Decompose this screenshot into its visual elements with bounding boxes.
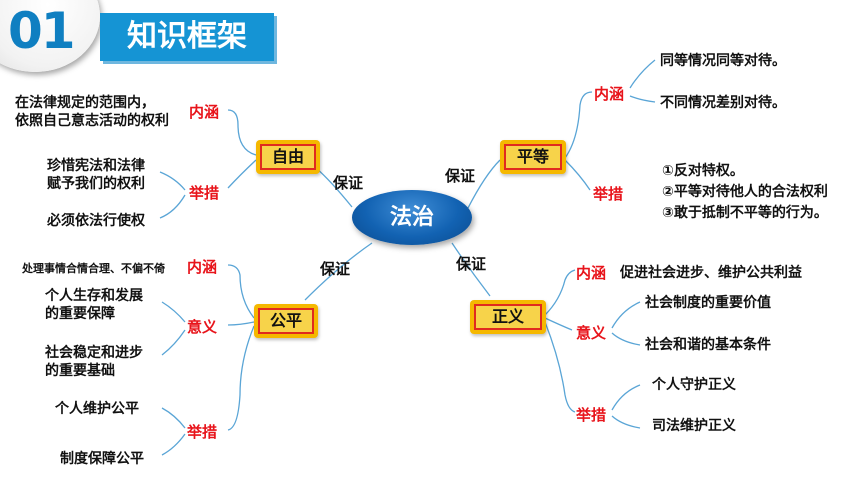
fairness-connotation: 处理事情合情合理、不偏不倚 — [22, 262, 165, 275]
line-jus-meaning-2 — [611, 332, 641, 346]
line-measure-freedom-1 — [159, 171, 186, 191]
line-jus-measure-2 — [611, 415, 641, 429]
line-justice-measure — [544, 321, 576, 413]
line-eq-con-1 — [629, 59, 656, 89]
line-fair-measure-1 — [161, 407, 186, 429]
line-eq-con-2 — [629, 95, 656, 103]
equality-measure1: ①反对特权。 — [662, 163, 744, 179]
link-label-justice: 保证 — [456, 255, 487, 273]
justice-connotation-label: 内涵 — [576, 264, 607, 282]
line-equality-measure — [564, 159, 591, 191]
node-equality-label: 平等 — [504, 144, 562, 170]
line-fairness-connotation — [227, 264, 255, 319]
justice-connotation: 促进社会进步、维护公共利益 — [620, 265, 802, 281]
equality-measure-label: 举措 — [593, 185, 624, 203]
node-equality: 平等 — [500, 140, 566, 174]
node-fairness-label: 公平 — [258, 308, 314, 334]
freedom-measure-label: 举措 — [189, 184, 220, 202]
freedom-connotation-line2: 依照自己意志活动的权利 — [15, 113, 169, 129]
line-fair-measure-2 — [161, 433, 186, 456]
line-fair-meaning-1 — [161, 301, 186, 323]
node-justice-label: 正义 — [474, 304, 542, 330]
freedom-measure2: 必须依法行使权 — [47, 213, 145, 229]
fairness-meaning2-line2: 的重要基础 — [45, 363, 115, 379]
fairness-measure1: 个人维护公平 — [55, 401, 139, 417]
fairness-meaning1-line2: 的重要保障 — [45, 306, 115, 322]
title-bar: 知识框架 — [100, 13, 274, 61]
justice-measure1: 个人守护正义 — [652, 377, 736, 393]
freedom-measure1-line1: 珍惜宪法和法律 — [47, 158, 145, 174]
fairness-measure-label: 举措 — [187, 423, 218, 441]
equality-connotation2: 不同情况差别对待。 — [660, 95, 786, 111]
equality-measure2: ②平等对待他人的合法权利 — [662, 184, 828, 200]
node-justice: 正义 — [470, 300, 546, 334]
line-freedom-connotation — [227, 109, 257, 156]
equality-connotation1: 同等情况同等对待。 — [660, 53, 786, 69]
line-freedom-measure — [227, 159, 257, 189]
center-label: 法治 — [389, 205, 434, 230]
section-number: 01 — [8, 2, 76, 60]
node-fairness: 公平 — [254, 304, 318, 338]
justice-measure-label: 举措 — [576, 406, 607, 424]
justice-meaning-label: 意义 — [576, 324, 607, 342]
center-node-rule-of-law: 法治 — [352, 190, 472, 245]
link-label-equality: 保证 — [445, 167, 476, 185]
fairness-measure2: 制度保障公平 — [60, 451, 144, 467]
link-label-fairness: 保证 — [320, 260, 351, 278]
fairness-meaning2-line1: 社会稳定和进步 — [45, 345, 143, 361]
freedom-connotation-line1: 在法律规定的范围内， — [15, 95, 155, 111]
page-title: 知识框架 — [127, 19, 247, 54]
fairness-meaning1-line1: 个人生存和发展 — [45, 288, 143, 304]
freedom-measure1-line2: 赋予我们的权利 — [47, 176, 145, 192]
fairness-connotation-label: 内涵 — [187, 258, 218, 276]
line-measure-freedom-2 — [159, 194, 186, 219]
line-fairness-meaning — [227, 321, 255, 326]
line-fair-meaning-2 — [161, 329, 186, 356]
line-justice-meaning — [544, 317, 573, 331]
node-freedom: 自由 — [256, 140, 320, 174]
link-label-freedom: 保证 — [333, 174, 364, 192]
equality-connotation-label: 内涵 — [594, 85, 625, 103]
justice-measure2: 司法维护正义 — [652, 418, 736, 434]
line-center-justice — [451, 242, 491, 297]
line-center-equality — [467, 159, 501, 209]
line-equality-connotation — [564, 91, 593, 159]
line-fairness-measure — [227, 325, 255, 431]
node-freedom-label: 自由 — [260, 144, 316, 170]
equality-measure3: ③敢于抵制不平等的行为。 — [662, 205, 828, 221]
fairness-meaning-label: 意义 — [187, 318, 218, 336]
line-jus-measure-1 — [611, 384, 641, 411]
line-justice-connotation — [544, 269, 576, 316]
line-center-fairness — [304, 242, 373, 301]
justice-meaning2: 社会和谐的基本条件 — [645, 337, 771, 353]
justice-meaning1: 社会制度的重要价值 — [645, 295, 771, 311]
line-jus-meaning-1 — [611, 301, 641, 329]
freedom-connotation-label: 内涵 — [189, 103, 220, 121]
